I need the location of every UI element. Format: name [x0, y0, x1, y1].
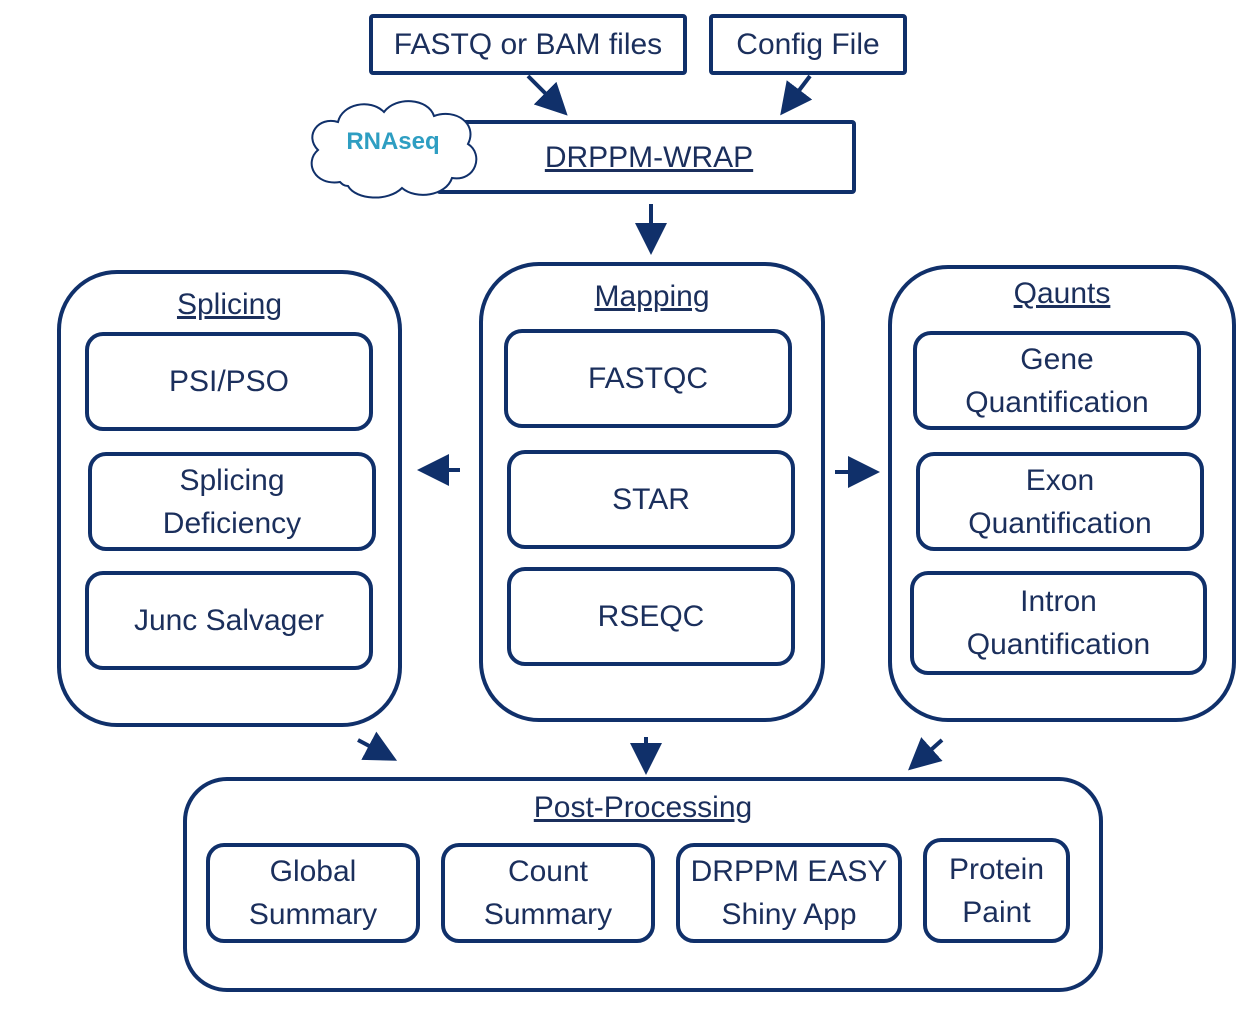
junc-salvager-box: Junc Salvager: [85, 571, 373, 670]
gene-quantification-label: Gene Quantification: [965, 342, 1149, 419]
splicing-deficiency-label: Splicing Deficiency: [162, 463, 302, 540]
config-file-label: Config File: [736, 28, 880, 61]
drppm-wrap-label: DRPPM-WRAP: [544, 140, 754, 174]
mapping-title: Mapping: [594, 280, 710, 313]
config-file-box: Config File: [709, 14, 907, 75]
drppm-easy-shiny-app-label: DRPPM EASY Shiny App: [690, 855, 888, 931]
arrow-quants-to-post: [908, 737, 944, 771]
junc-salvager-label: Junc Salvager: [133, 604, 325, 637]
psi-pso-box: PSI/PSO: [85, 332, 373, 431]
drppm-wrap-box: DRPPM-WRAP: [436, 120, 856, 194]
exon-quantification-label: Exon Quantification: [968, 463, 1152, 540]
exon-quantification-box: Exon Quantification: [916, 452, 1204, 551]
protein-paint-box: Protein Paint: [923, 838, 1070, 943]
fastqc-box: FASTQC: [504, 329, 792, 428]
drppm-easy-shiny-app-box: DRPPM EASY Shiny App: [676, 843, 902, 943]
fastq-bam-label: FASTQ or BAM files: [393, 28, 663, 61]
fastqc-label: FASTQC: [587, 362, 708, 395]
star-label: STAR: [612, 483, 690, 516]
intron-quantification-box: Intron Quantification: [910, 571, 1207, 675]
global-summary-label: Global Summary: [248, 855, 378, 931]
psi-pso-label: PSI/PSO: [168, 365, 290, 398]
quants-title: Qaunts: [1013, 277, 1111, 310]
arrow-fastq-to-wrap: [526, 74, 568, 116]
intron-quantification-label: Intron Quantification: [966, 585, 1151, 661]
arrow-splicing-to-post: [357, 731, 398, 761]
rseqc-label: RSEQC: [597, 600, 705, 633]
rnaseq-cloud-icon: [310, 100, 478, 199]
fastq-bam-input-box: FASTQ or BAM files: [369, 14, 687, 75]
post-processing-title: Post-Processing: [533, 791, 753, 824]
count-summary-label: Count Summary: [483, 855, 613, 931]
count-summary-box: Count Summary: [441, 843, 655, 943]
splicing-title: Splicing: [176, 288, 283, 321]
star-box: STAR: [507, 450, 795, 549]
rnaseq-cloud-label: RNAseq: [346, 128, 440, 155]
global-summary-box: Global Summary: [206, 843, 420, 943]
protein-paint-label: Protein Paint: [948, 852, 1045, 929]
splicing-deficiency-box: Splicing Deficiency: [88, 452, 376, 551]
rseqc-box: RSEQC: [507, 567, 795, 666]
arrow-config-to-wrap: [780, 74, 813, 116]
gene-quantification-box: Gene Quantification: [913, 331, 1201, 430]
